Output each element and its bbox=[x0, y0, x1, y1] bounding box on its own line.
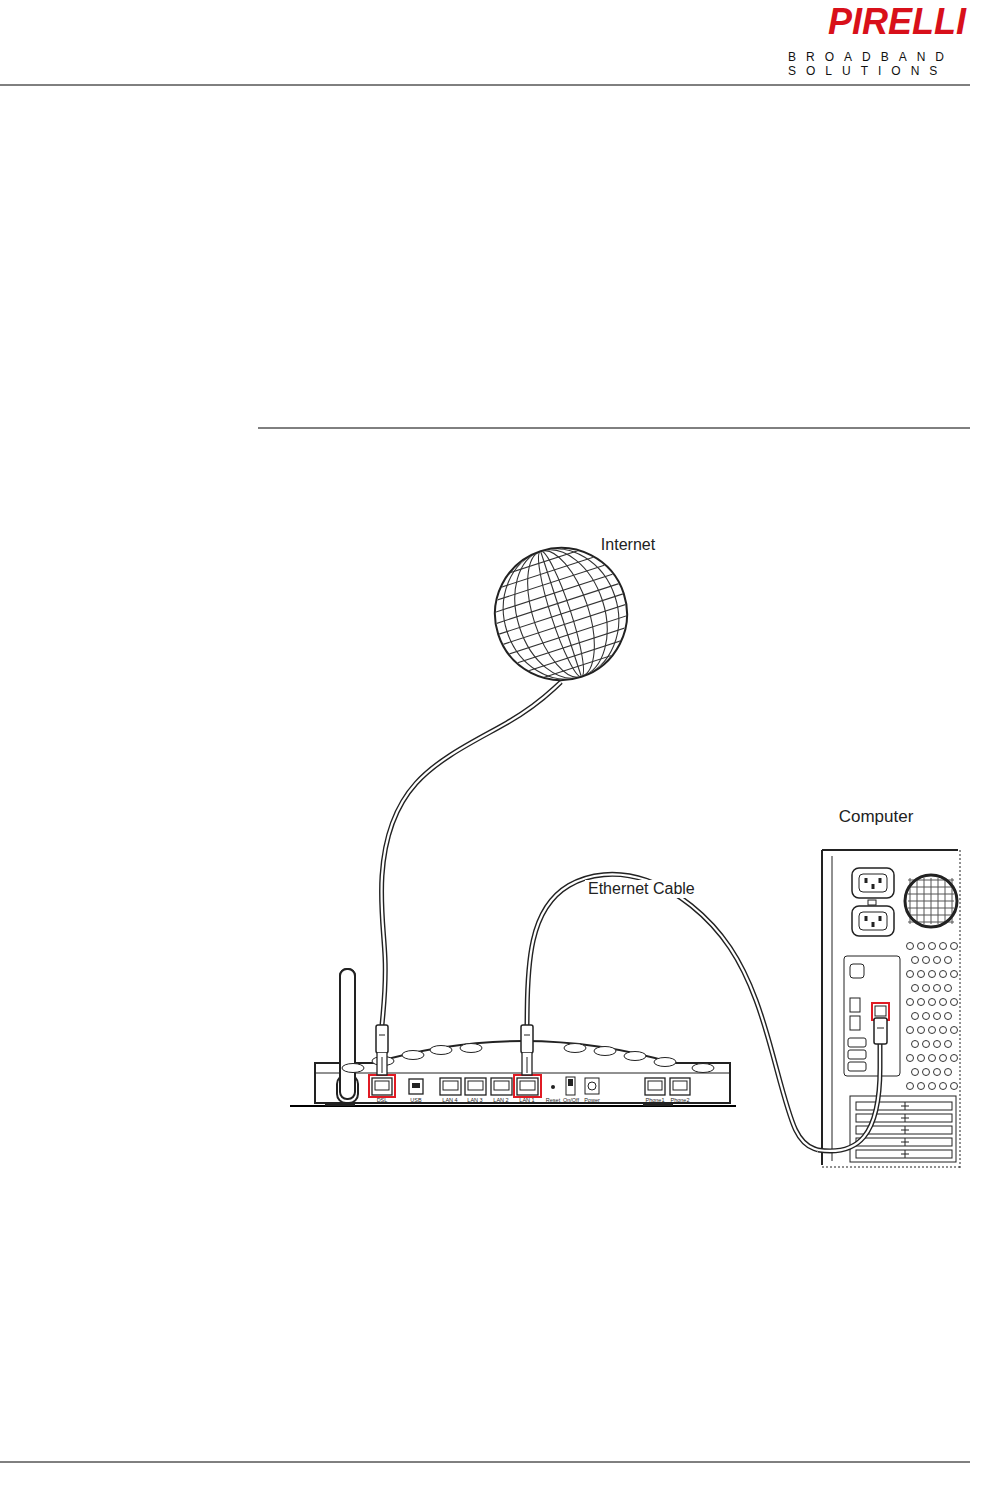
port-label: USB bbox=[410, 1097, 421, 1103]
cable-group bbox=[527, 874, 818, 1150]
cable-plug bbox=[376, 1025, 388, 1053]
brand-logo: PIRELLI bbox=[828, 2, 966, 42]
header-rule bbox=[0, 85, 970, 86]
brand-tagline: BROADBAND SOLUTIONS bbox=[788, 50, 978, 78]
port-highlight bbox=[514, 1075, 541, 1097]
computer-tower: Computer bbox=[818, 806, 964, 1170]
cable-outline bbox=[527, 874, 818, 1150]
footer-rule bbox=[0, 1462, 970, 1463]
device-label: Internet bbox=[601, 536, 655, 554]
computer-tower-art bbox=[818, 806, 964, 1170]
port-label: On/Off bbox=[563, 1097, 579, 1103]
cable bbox=[527, 874, 818, 1150]
port-label: LAN 2 bbox=[493, 1097, 508, 1103]
section-rule bbox=[258, 428, 970, 429]
port-highlight bbox=[369, 1075, 395, 1097]
cable-label: Ethernet Cable bbox=[585, 880, 698, 898]
port-label: DSL bbox=[377, 1097, 388, 1103]
cable-group bbox=[381, 682, 561, 1025]
cable bbox=[381, 682, 561, 1025]
port-label: Phone1 bbox=[646, 1097, 665, 1103]
computer-rear bbox=[818, 850, 960, 1168]
port-label: LAN 3 bbox=[467, 1097, 482, 1103]
router-body bbox=[315, 969, 730, 1106]
port-label: Phone2 bbox=[671, 1097, 690, 1103]
router-art bbox=[313, 1025, 733, 1107]
cable-outline bbox=[381, 682, 561, 1025]
ethernet-plug bbox=[874, 1018, 887, 1044]
port-label: LAN 1 bbox=[519, 1097, 534, 1103]
router: DSL USB LAN 4 LAN 3 LAN 2 LAN 1 ResetOn/Off Pow… bbox=[313, 1025, 733, 1107]
antenna bbox=[340, 969, 355, 1103]
port-label: LAN 4 bbox=[442, 1097, 457, 1103]
cable-plug bbox=[521, 1025, 533, 1053]
port-label: Power bbox=[584, 1097, 600, 1103]
globe bbox=[478, 531, 644, 697]
device-label: Computer bbox=[839, 808, 914, 827]
port-label: Reset bbox=[546, 1097, 560, 1103]
internet-globe: Internet bbox=[490, 530, 670, 682]
